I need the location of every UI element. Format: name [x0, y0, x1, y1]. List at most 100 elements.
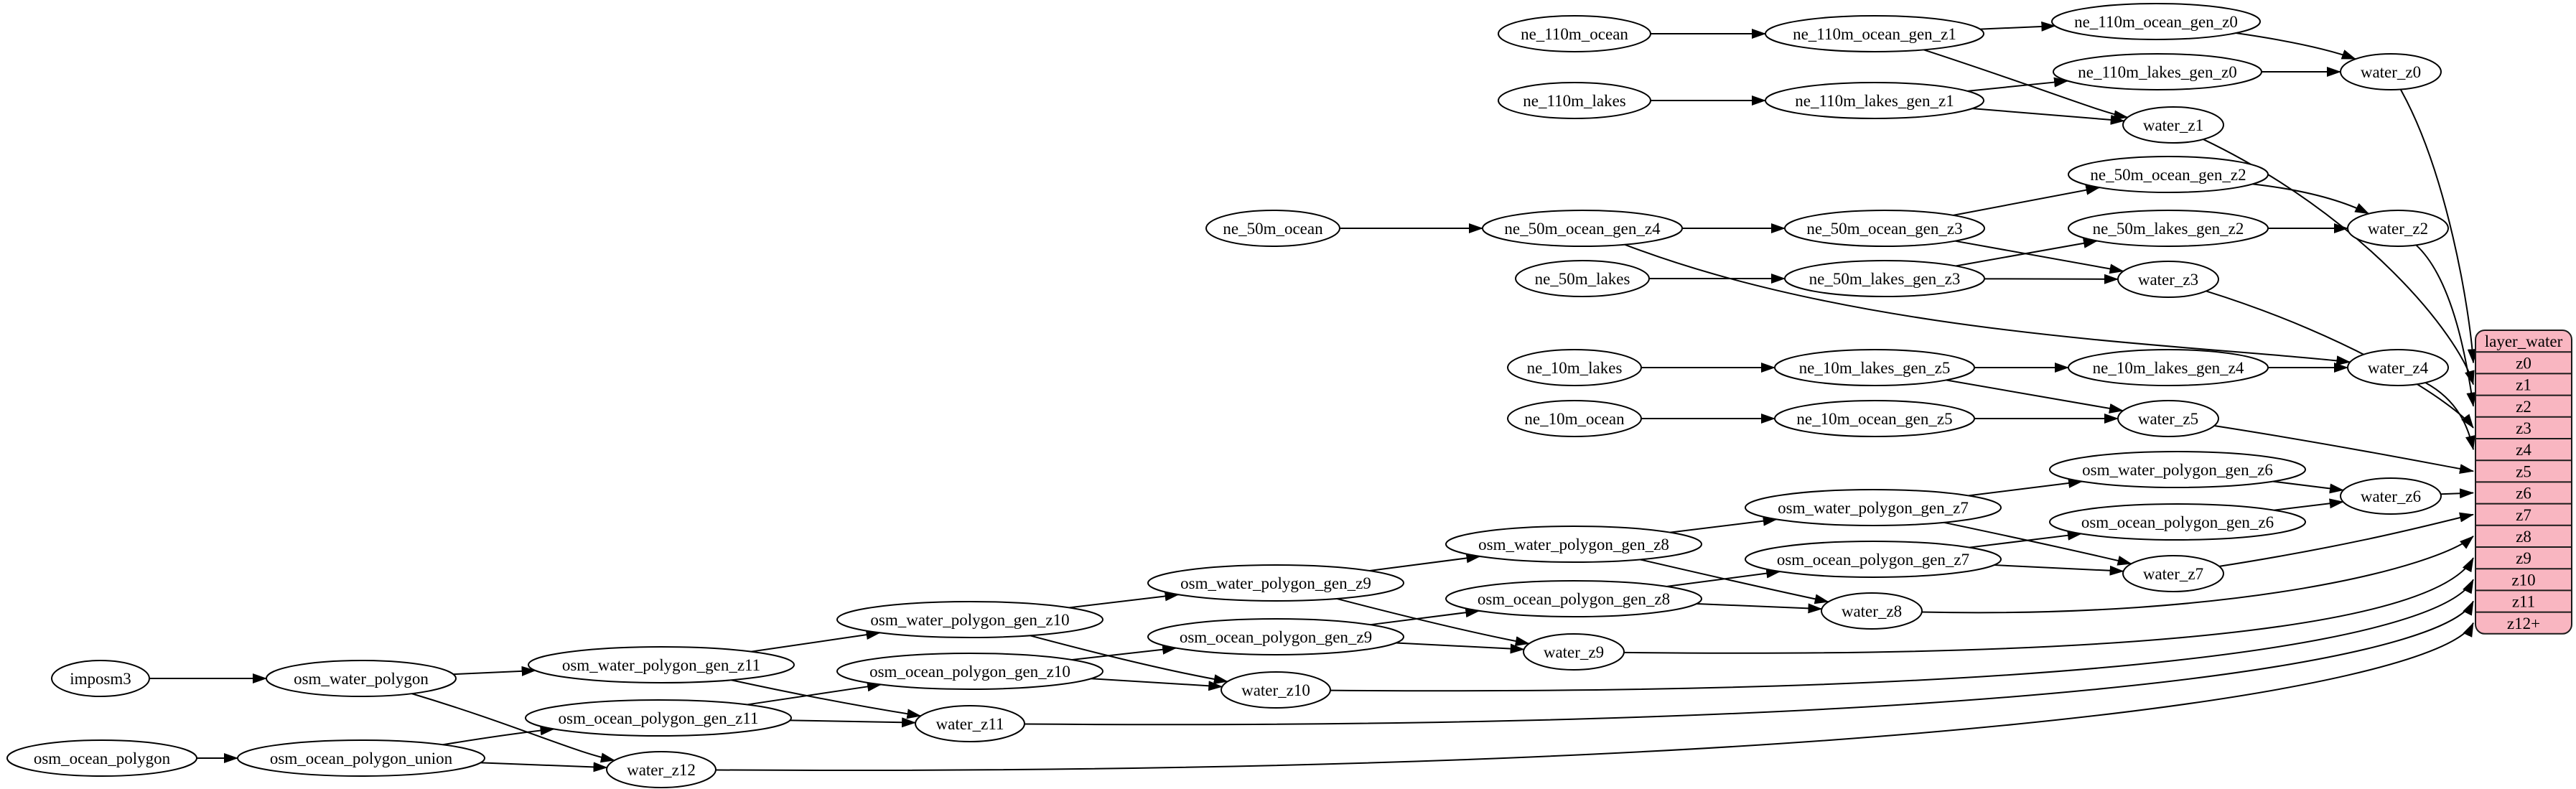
edge-osm_ocean_polygon_gen_z8-to-osm_ocean_polygon_gen_z7	[1666, 568, 1781, 587]
node-label-ne_50m_ocean_gen_z2: ne_50m_ocean_gen_z2	[2090, 166, 2246, 184]
edge-water_z2-to-layer_water-z2	[2415, 244, 2477, 407]
node-label-osm_ocean_polygon_gen_z11: osm_ocean_polygon_gen_z11	[559, 709, 759, 727]
node-ellipse-water_z4	[2347, 349, 2449, 386]
edge-osm_water_polygon_gen_z6-to-water_z6	[2273, 480, 2344, 494]
edge-osm_water_polygon-to-water_z12	[411, 693, 615, 763]
node-label-osm_ocean_polygon_gen_z6: osm_ocean_polygon_gen_z6	[2081, 513, 2274, 531]
node-ne_110m_ocean_gen_z1: ne_110m_ocean_gen_z1	[1765, 15, 1984, 52]
node-ne_110m_ocean: ne_110m_ocean	[1498, 15, 1651, 52]
table-row-z4: z4	[2516, 441, 2531, 459]
node-label-ne_50m_ocean: ne_50m_ocean	[1223, 220, 1323, 238]
edge-osm_ocean_polygon_gen_z11-to-osm_ocean_polygon_gen_z10	[747, 681, 882, 706]
node-water_z8: water_z8	[1821, 592, 1923, 630]
node-ne_10m_lakes_gen_z5: ne_10m_lakes_gen_z5	[1774, 349, 1975, 386]
node-label-ne_110m_lakes: ne_110m_lakes	[1523, 92, 1626, 110]
node-osm_ocean_polygon: osm_ocean_polygon	[6, 739, 197, 777]
edge-water_z6-to-layer_water-z6	[2440, 488, 2474, 499]
node-ne_50m_lakes_gen_z3: ne_50m_lakes_gen_z3	[1784, 260, 1985, 297]
node-osm_water_polygon: osm_water_polygon	[266, 660, 457, 697]
table-row-z12+: z12+	[2507, 615, 2540, 632]
node-ellipse-osm_ocean_polygon_gen_z11	[525, 699, 792, 737]
edge-osm_water_polygon_gen_z7-to-osm_water_polygon_gen_z6	[1968, 478, 2083, 497]
node-ellipse-water_z10	[1221, 671, 1331, 709]
node-osm_water_polygon_gen_z11: osm_water_polygon_gen_z11	[528, 646, 795, 683]
node-ellipse-ne_10m_ocean_gen_z5	[1774, 400, 1975, 437]
node-ne_10m_lakes: ne_10m_lakes	[1507, 349, 1642, 386]
node-label-ne_110m_lakes_gen_z0: ne_110m_lakes_gen_z0	[2078, 63, 2236, 81]
node-ne_110m_lakes: ne_110m_lakes	[1498, 82, 1651, 119]
node-label-ne_10m_ocean_gen_z5: ne_10m_ocean_gen_z5	[1796, 410, 1952, 428]
node-label-ne_10m_lakes_gen_z4: ne_10m_lakes_gen_z4	[2093, 359, 2244, 377]
node-water_z5: water_z5	[2117, 400, 2219, 437]
node-ne_110m_lakes_gen_z0: ne_110m_lakes_gen_z0	[2053, 53, 2262, 90]
node-ellipse-water_z9	[1523, 633, 1625, 671]
node-osm_ocean_polygon_gen_z11: osm_ocean_polygon_gen_z11	[525, 699, 792, 737]
edge-ne_110m_lakes_gen_z1-to-ne_110m_lakes_gen_z0	[1967, 77, 2069, 92]
node-ellipse-ne_50m_ocean_gen_z3	[1784, 210, 1985, 247]
node-osm_ocean_polygon_gen_z6: osm_ocean_polygon_gen_z6	[2049, 503, 2306, 541]
edge-water_z10-to-layer_water-z10	[1330, 579, 2474, 692]
node-label-water_z12: water_z12	[627, 761, 696, 779]
node-ellipse-osm_water_polygon_gen_z10	[836, 601, 1103, 638]
node-ellipse-osm_ocean_polygon_union	[237, 739, 485, 777]
edge-osm_ocean_polygon_gen_z7-to-water_z7	[1994, 564, 2124, 576]
node-label-osm_water_polygon_gen_z9: osm_water_polygon_gen_z9	[1180, 574, 1371, 592]
edge-water_z4-to-layer_water-z4	[2425, 382, 2475, 451]
node-label-osm_water_polygon_gen_z11: osm_water_polygon_gen_z11	[562, 656, 760, 674]
node-osm_water_polygon_gen_z6: osm_water_polygon_gen_z6	[2049, 451, 2306, 488]
node-label-osm_water_polygon: osm_water_polygon	[294, 670, 429, 688]
node-label-water_z8: water_z8	[1842, 602, 1902, 620]
edge-osm_ocean_polygon_gen_z11-to-water_z11	[790, 717, 917, 728]
node-ne_10m_ocean_gen_z5: ne_10m_ocean_gen_z5	[1774, 400, 1975, 437]
edge-ne_50m_lakes_gen_z3-to-ne_50m_lakes_gen_z2	[1955, 238, 2098, 267]
node-osm_ocean_polygon_gen_z9: osm_ocean_polygon_gen_z9	[1147, 618, 1404, 655]
node-label-osm_water_polygon_gen_z10: osm_water_polygon_gen_z10	[870, 611, 1069, 629]
node-label-ne_50m_lakes: ne_50m_lakes	[1535, 270, 1630, 288]
node-water_z3: water_z3	[2117, 261, 2219, 298]
node-label-ne_10m_lakes_gen_z5: ne_10m_lakes_gen_z5	[1799, 359, 1951, 377]
node-ellipse-ne_10m_lakes_gen_z5	[1774, 349, 1975, 386]
node-ellipse-ne_110m_lakes_gen_z1	[1765, 82, 1984, 119]
edge-ne_10m_lakes_gen_z5-to-water_z5	[1946, 379, 2124, 414]
node-label-osm_water_polygon_gen_z7: osm_water_polygon_gen_z7	[1778, 499, 1969, 517]
node-ellipse-water_z7	[2122, 555, 2224, 592]
edge-osm_water_polygon_gen_z9-to-osm_water_polygon_gen_z8	[1369, 553, 1481, 572]
node-osm_water_polygon_gen_z8: osm_water_polygon_gen_z8	[1445, 526, 1702, 563]
node-ellipse-water_z8	[1821, 592, 1923, 630]
node-ellipse-ne_10m_lakes	[1507, 349, 1642, 386]
table-row-z1: z1	[2516, 376, 2531, 394]
node-ne_50m_ocean_gen_z3: ne_50m_ocean_gen_z3	[1784, 210, 1985, 247]
node-ne_50m_ocean_gen_z4: ne_50m_ocean_gen_z4	[1482, 210, 1683, 247]
table-row-z3: z3	[2516, 419, 2531, 437]
node-ellipse-ne_50m_lakes_gen_z2	[2068, 210, 2269, 247]
edge-osm_water_polygon_gen_z11-to-water_z11	[731, 679, 922, 719]
edge-ne_50m_ocean_gen_z2-to-water_z2	[2252, 183, 2370, 215]
node-ellipse-ne_110m_ocean_gen_z0	[2051, 3, 2261, 40]
edge-water_z9-to-layer_water-z9	[1623, 557, 2474, 654]
node-ellipse-ne_110m_ocean_gen_z1	[1765, 15, 1984, 52]
node-label-water_z9: water_z9	[1544, 643, 1604, 661]
node-label-osm_ocean_polygon_gen_z8: osm_ocean_polygon_gen_z8	[1478, 590, 1670, 608]
node-ellipse-osm_water_polygon_gen_z8	[1445, 526, 1702, 563]
node-label-ne_110m_ocean_gen_z0: ne_110m_ocean_gen_z0	[2074, 13, 2238, 31]
node-ellipse-water_z1	[2122, 106, 2224, 144]
edge-osm_water_polygon_gen_z10-to-water_z10	[1030, 635, 1228, 684]
node-ne_50m_lakes: ne_50m_lakes	[1515, 260, 1650, 297]
node-water_z1: water_z1	[2122, 106, 2224, 144]
edge-water_z0-to-layer_water-z0	[2399, 89, 2478, 364]
node-ne_50m_ocean_gen_z2: ne_50m_ocean_gen_z2	[2068, 156, 2269, 193]
node-ellipse-water_z3	[2117, 261, 2219, 298]
node-ellipse-ne_110m_lakes_gen_z0	[2053, 53, 2262, 90]
node-label-water_z1: water_z1	[2143, 116, 2203, 134]
edge-osm_ocean_polygon_union-to-osm_ocean_polygon_gen_z11	[442, 725, 555, 746]
table-header: layer_water	[2485, 332, 2563, 350]
edge-ne_110m_ocean_gen_z0-to-water_z0	[2236, 32, 2356, 60]
node-osm_water_polygon_gen_z7: osm_water_polygon_gen_z7	[1745, 489, 2002, 526]
node-label-ne_50m_ocean_gen_z3: ne_50m_ocean_gen_z3	[1806, 220, 1962, 238]
table-row-z7: z7	[2516, 506, 2531, 524]
node-ne_10m_lakes_gen_z4: ne_10m_lakes_gen_z4	[2068, 349, 2269, 386]
node-label-water_z4: water_z4	[2368, 359, 2429, 377]
node-ne_110m_ocean_gen_z0: ne_110m_ocean_gen_z0	[2051, 3, 2261, 40]
table-row-z2: z2	[2516, 398, 2531, 416]
